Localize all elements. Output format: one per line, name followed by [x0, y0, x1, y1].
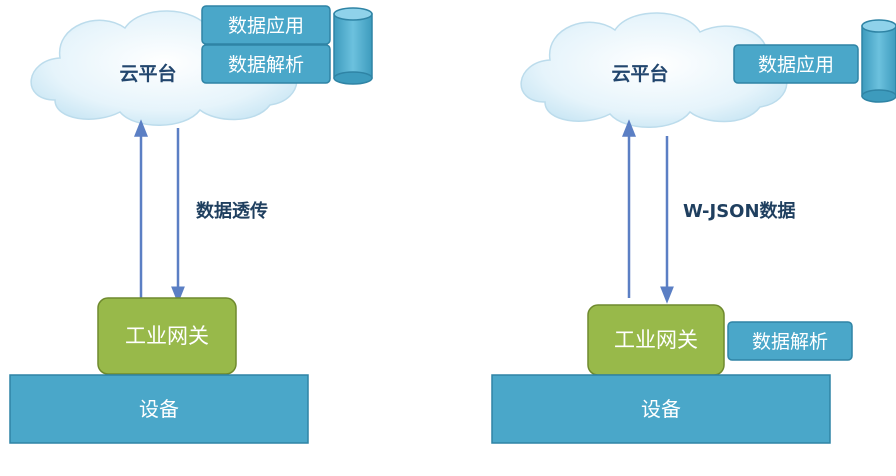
right-app-box-label: 数据应用 [758, 54, 834, 76]
left-parse-box-label: 数据解析 [228, 54, 304, 76]
right-database-icon [861, 19, 896, 103]
left-parse-box: 数据解析 [201, 44, 331, 84]
right-parse-box-label: 数据解析 [752, 331, 828, 353]
right-gateway-label: 工业网关 [614, 328, 698, 352]
left-device: 设备 [9, 374, 309, 444]
right-panel: 云平台 数据应用 W-JSON数据 工业网关 数据解析 设备 [491, 12, 896, 444]
right-gateway: 工业网关 [587, 304, 725, 376]
left-cloud-label: 云平台 [119, 62, 176, 85]
left-gateway-label: 工业网关 [125, 324, 209, 348]
right-device: 设备 [491, 374, 831, 444]
right-app-box: 数据应用 [733, 44, 859, 84]
left-device-label: 设备 [139, 397, 179, 421]
right-parse-box: 数据解析 [727, 321, 853, 361]
left-app-box-label: 数据应用 [228, 15, 304, 37]
left-panel: 云平台 数据应用 数据解析 数据透传 工业网关 设备 [9, 5, 373, 444]
right-cloud-label: 云平台 [611, 62, 668, 85]
left-arrow-label: 数据透传 [196, 200, 268, 222]
left-database-icon [333, 7, 373, 85]
left-app-box: 数据应用 [201, 5, 331, 45]
right-arrow-label: W-JSON数据 [683, 200, 796, 222]
right-device-label: 设备 [641, 397, 681, 421]
left-gateway: 工业网关 [97, 297, 237, 375]
